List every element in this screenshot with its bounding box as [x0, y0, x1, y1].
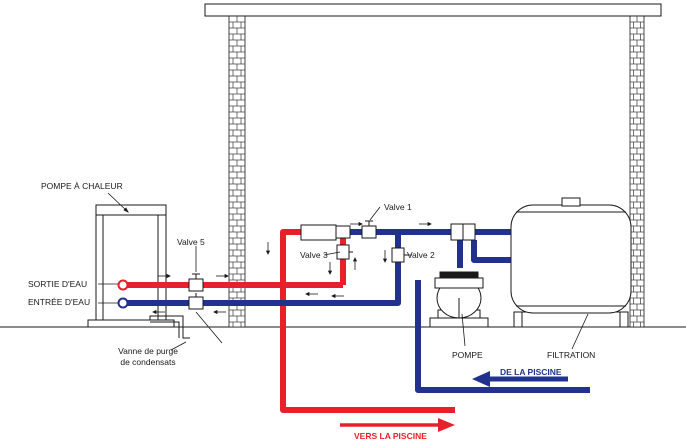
valve-5-label: Valve 5: [177, 237, 205, 247]
water-in-port: [117, 297, 129, 309]
purge-valve-label-line-1: Vanne de purge: [118, 346, 178, 356]
flow-arrows: [152, 221, 432, 315]
hot-water-pipes: [124, 229, 455, 413]
water-out-label: SORTIE D'EAU: [28, 279, 88, 289]
pool-pump: [429, 271, 489, 328]
from-pool-label: DE LA PISCINE: [500, 367, 562, 377]
roof-slab: [204, 3, 662, 17]
heat-pump-unit: [87, 204, 175, 328]
heat-pump-label: POMPE À CHALEUR: [41, 181, 123, 191]
filtration-label: FILTRATION: [547, 350, 596, 360]
valve-5: [188, 273, 204, 292]
manifold-fitting: [450, 223, 476, 241]
water-out-port: [117, 279, 129, 291]
from-pool-arrow: [472, 371, 568, 387]
pump-label: POMPE: [452, 350, 483, 360]
condensate-purge-pipe: [149, 315, 190, 339]
water-in-label: ENTRÉE D'EAU: [28, 297, 91, 307]
leader-lines: [98, 192, 589, 351]
to-pool-label: VERS LA PISCINE: [354, 431, 427, 441]
filtration-tank: [510, 197, 632, 328]
to-pool-arrow: [340, 418, 455, 432]
valve-1: [361, 220, 377, 239]
tee-fitting: [335, 225, 351, 239]
valve-2-label: Valve 2: [407, 250, 435, 260]
heat-pump-connections: [117, 279, 129, 309]
cold-water-pipes: [124, 229, 590, 393]
valve-3-label: Valve 3: [300, 250, 328, 260]
heater-module: [300, 224, 337, 241]
valve-1-label: Valve 1: [384, 202, 412, 212]
purge-valve-label-line-2: de condensats: [120, 357, 176, 367]
purge-valve-label: Vanne de purge de condensats: [101, 346, 195, 368]
valve-return: [188, 293, 204, 310]
valve-3: [336, 244, 353, 260]
